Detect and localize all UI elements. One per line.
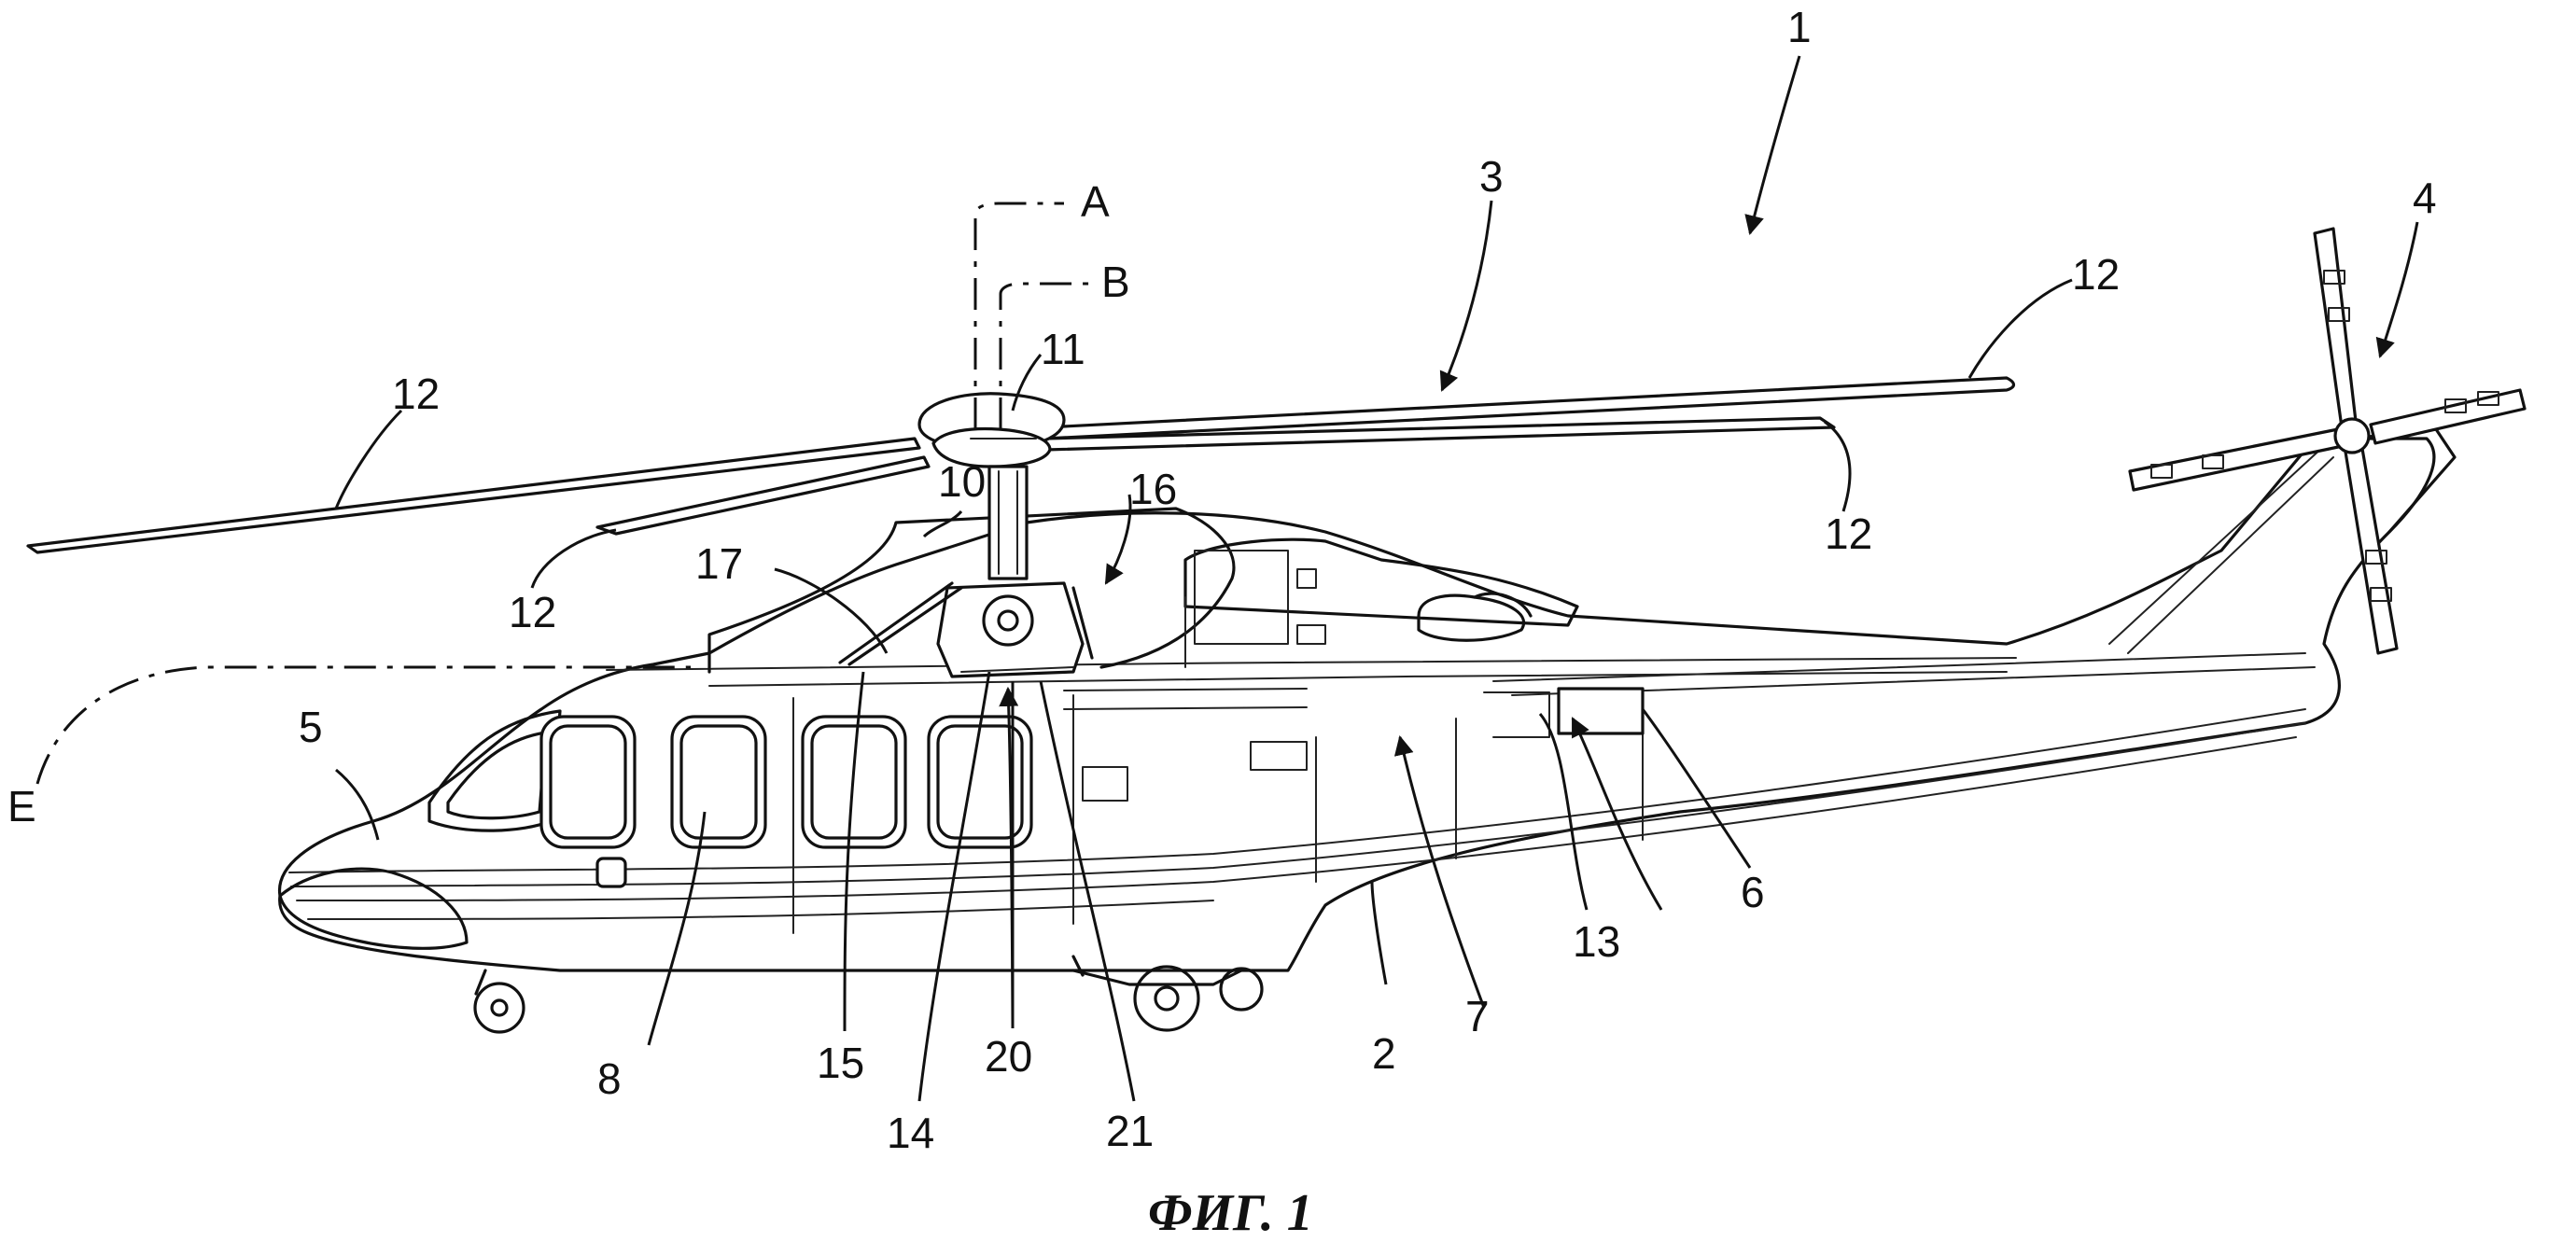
label-10: 10 [938, 457, 986, 506]
fuselage-drawing [277, 427, 2457, 1034]
axis-label-a: A [1081, 177, 1110, 226]
label-4: 4 [2413, 174, 2437, 222]
axis-label-b: B [1101, 258, 1130, 306]
label-12-left-lower: 12 [509, 588, 556, 636]
label-2: 2 [1372, 1029, 1396, 1078]
axis-lines [35, 202, 1092, 785]
label-16: 16 [1129, 465, 1177, 513]
label-21: 21 [1106, 1107, 1154, 1155]
tail-rotor-drawing [2128, 227, 2527, 655]
label-12-right-lower: 12 [1825, 509, 1872, 558]
figure-caption: ФИГ. 1 [1148, 1184, 1313, 1242]
label-1: 1 [1787, 3, 1812, 51]
label-20: 20 [985, 1032, 1032, 1081]
axis-label-e: E [7, 782, 36, 830]
label-5: 5 [299, 703, 323, 751]
label-3: 3 [1479, 152, 1504, 201]
leader-lines [334, 55, 2419, 1102]
label-11: 11 [1041, 325, 1085, 373]
label-8: 8 [597, 1054, 622, 1103]
reference-numerals: 1 3 4 12 12 12 12 11 10 16 17 5 8 15 14 … [299, 3, 2437, 1157]
landing-gear [473, 955, 1264, 1034]
label-7: 7 [1465, 992, 1490, 1040]
main-rotor-drawing [26, 376, 2016, 678]
label-17: 17 [695, 539, 743, 588]
label-13: 13 [1573, 917, 1620, 966]
label-6: 6 [1741, 868, 1765, 916]
label-14: 14 [887, 1109, 934, 1157]
label-12-right: 12 [2072, 250, 2120, 299]
label-15: 15 [817, 1039, 864, 1087]
label-12-left: 12 [392, 370, 440, 418]
